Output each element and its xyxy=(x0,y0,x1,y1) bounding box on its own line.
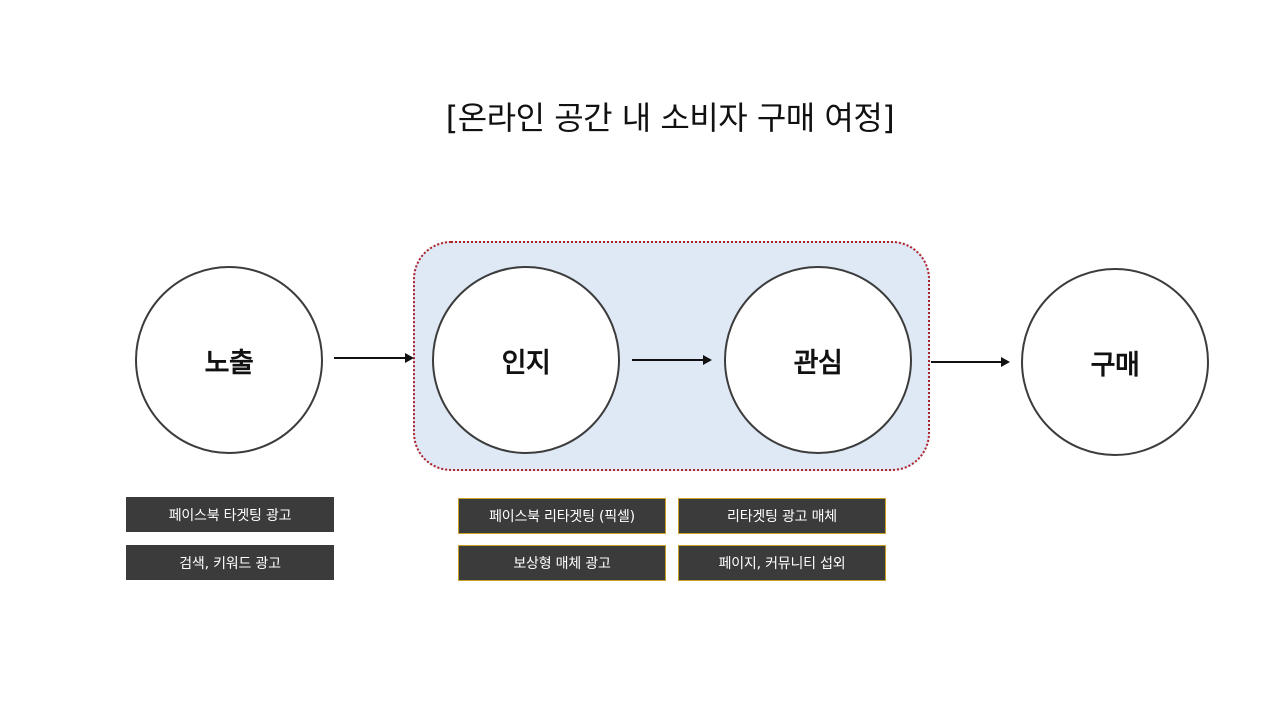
stage-exposure-label: 노출 xyxy=(204,347,254,379)
arrow-right-icon xyxy=(703,355,712,365)
channel-tag: 검색, 키워드 광고 xyxy=(126,545,334,580)
stage-exposure: 노출 xyxy=(135,266,323,454)
arrow-right-icon xyxy=(405,353,414,363)
diagram-title: [온라인 공간 내 소비자 구매 여정] xyxy=(445,99,895,137)
stage-interest: 관심 xyxy=(724,266,912,454)
stage-purchase-label: 구매 xyxy=(1090,349,1140,381)
channel-tag: 보상형 매체 광고 xyxy=(458,545,666,581)
channel-tag: 리타겟팅 광고 매체 xyxy=(678,498,886,534)
stage-awareness-label: 인지 xyxy=(501,347,551,379)
stage-purchase: 구매 xyxy=(1021,268,1209,456)
arrow-interest-to-purchase xyxy=(931,357,1010,367)
stage-awareness: 인지 xyxy=(432,266,620,454)
channel-tag: 페이스북 타겟팅 광고 xyxy=(126,497,334,532)
arrow-awareness-to-interest xyxy=(632,355,712,365)
arrow-exposure-to-awareness xyxy=(334,353,414,363)
channel-tag: 페이지, 커뮤니티 섭외 xyxy=(678,545,886,581)
stage-interest-label: 관심 xyxy=(793,347,843,379)
channel-tag: 페이스북 리타겟팅 (픽셀) xyxy=(458,498,666,534)
arrow-right-icon xyxy=(1001,357,1010,367)
